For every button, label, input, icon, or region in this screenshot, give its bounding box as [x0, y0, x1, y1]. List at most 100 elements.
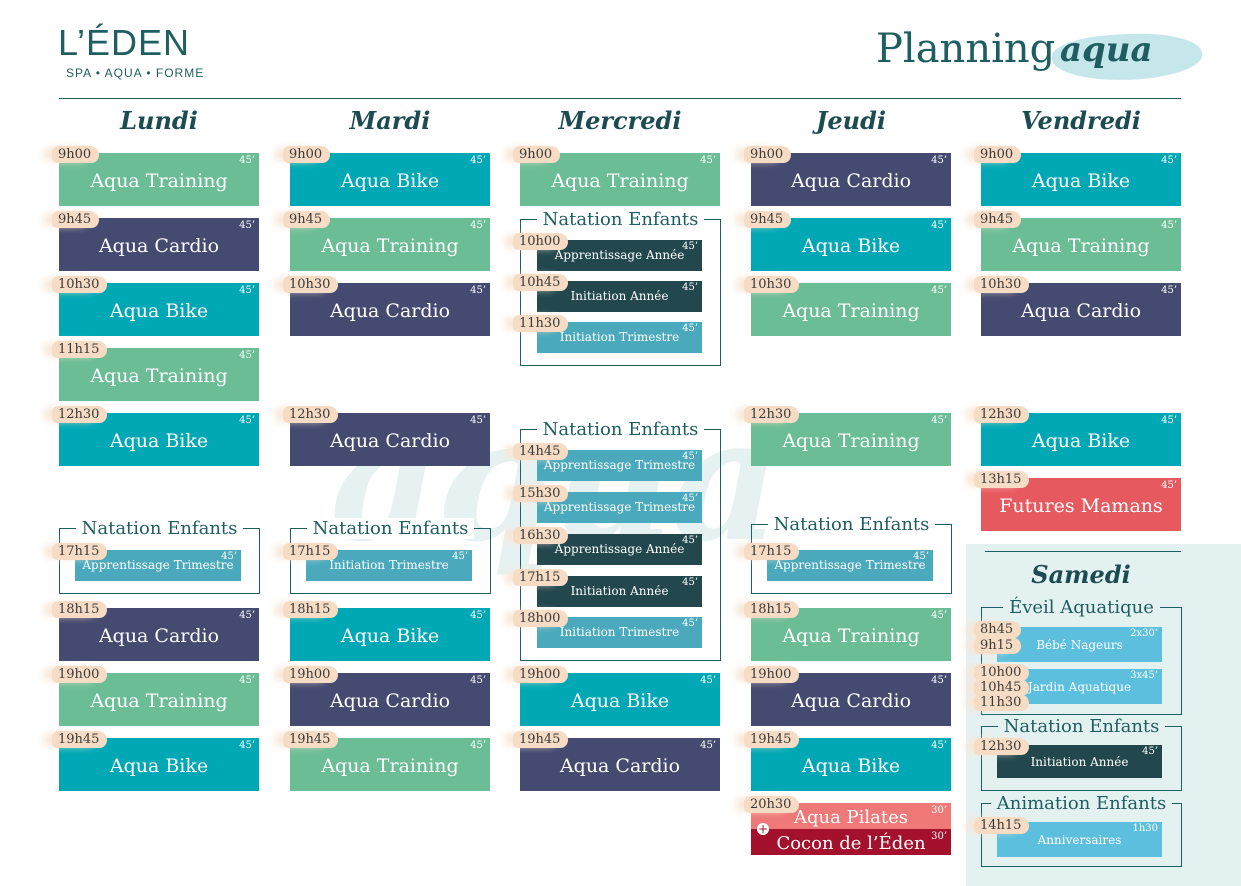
class-card[interactable]: 45’ Aqua Bike — [59, 283, 259, 336]
group-title-text: Natation Enfants — [536, 209, 705, 230]
group-title: Éveil Aquatique — [982, 597, 1181, 618]
class-name: Aqua Bike — [109, 300, 209, 322]
natation-enfants-group: Natation Enfants — [751, 514, 952, 594]
class-duration: 45’ — [931, 415, 947, 426]
time-tag: 18h00 — [513, 610, 569, 627]
class-name: Aqua Training — [321, 755, 459, 777]
class-duration: 45’ — [931, 740, 947, 751]
class-name: Aqua Training — [551, 170, 689, 192]
time-tag: 17h15 — [513, 569, 569, 586]
class-duration: 45’ — [239, 220, 255, 231]
group-title-text: Natation Enfants — [306, 518, 475, 539]
time-tag: 19h00 — [744, 666, 800, 683]
time-tag: 12h30 — [744, 406, 800, 423]
page-title-accent: aqua — [1060, 30, 1153, 70]
group-title: Natation Enfants — [752, 514, 951, 535]
class-duration: 45’ — [913, 551, 929, 562]
day-header-mardi: Mardi — [349, 106, 431, 135]
time-tag: 11h30 — [974, 694, 1030, 711]
class-name: Aqua Pilates — [793, 807, 909, 828]
class-name: Aqua Bike — [340, 170, 440, 192]
group-title-text: Natation Enfants — [536, 419, 705, 440]
time-tag: 19h45 — [744, 731, 800, 748]
class-duration: 30’ — [931, 805, 947, 816]
group-title: Natation Enfants — [291, 518, 490, 539]
day-header-vendredi: Vendredi — [1021, 106, 1141, 135]
class-duration: 45’ — [1161, 285, 1177, 296]
day-header-lundi: Lundi — [120, 106, 198, 135]
class-card[interactable]: 45’Aqua Cardio — [59, 608, 259, 661]
class-duration: 45’ — [239, 155, 255, 166]
class-name: Aqua Cardio — [559, 755, 681, 777]
time-tag: 19h45 — [283, 731, 339, 748]
day-header-jeudi: Jeudi — [816, 106, 886, 135]
time-tag: 19h00 — [283, 666, 339, 683]
class-name: Bébé Nageurs — [1036, 638, 1123, 652]
class-name: Aqua Bike — [1031, 430, 1131, 452]
class-card[interactable]: 45’Initiation Trimestre — [306, 550, 472, 581]
time-tag: 9h45 — [974, 211, 1022, 228]
group-title: Natation Enfants — [60, 518, 259, 539]
class-card[interactable]: 45’Aqua Cardio — [290, 413, 490, 466]
time-tag: 12h30 — [52, 406, 108, 423]
class-name: Initiation Trimestre — [559, 625, 680, 639]
class-name: Initiation Année — [570, 289, 669, 303]
class-name: Initiation Trimestre — [329, 558, 449, 572]
group-title: Natation Enfants — [521, 419, 720, 440]
time-tag: 15h30 — [513, 485, 569, 502]
class-duration: 45’ — [682, 282, 698, 293]
class-name: Apprentissage Année — [554, 248, 685, 262]
time-tag: 17h15 — [744, 543, 800, 560]
class-duration: 45’ — [239, 285, 255, 296]
class-name: Aqua Training — [90, 690, 228, 712]
time-tag: 9h00 — [52, 146, 100, 163]
class-name: Jardin Aquatique — [1027, 680, 1132, 694]
class-card[interactable]: 45’ Futures Mamans — [981, 478, 1181, 531]
class-name: Aqua Training — [782, 625, 920, 647]
class-duration: 45’ — [682, 493, 698, 504]
class-name: Cocon de l’Éden — [776, 833, 926, 854]
eveil-aquatique-group: Éveil Aquatique — [981, 597, 1182, 715]
class-duration: 2x30’ — [1130, 628, 1158, 639]
class-duration: 45’ — [682, 241, 698, 252]
brand-tagline: SPA • AQUA • FORME — [66, 66, 205, 80]
time-tag: 18h15 — [744, 601, 800, 618]
class-duration: 45’ — [931, 155, 947, 166]
class-card[interactable]: 45’Aqua Training — [290, 218, 490, 271]
class-duration: 45’ — [682, 451, 698, 462]
class-name: Aqua Cardio — [790, 690, 912, 712]
class-duration: 45’ — [239, 610, 255, 621]
time-tag: 19h45 — [513, 731, 569, 748]
class-duration: 45’ — [470, 740, 486, 751]
header-divider — [59, 98, 1181, 99]
class-duration: 45’ — [470, 220, 486, 231]
class-card[interactable]: 45’Aqua Training — [751, 283, 951, 336]
class-name: Aqua Cardio — [329, 690, 451, 712]
time-tag: 9h45 — [744, 211, 792, 228]
time-tag: 11h30 — [513, 315, 569, 332]
time-tag: 16h30 — [513, 527, 569, 544]
class-card[interactable]: 45’Aqua Training — [751, 413, 951, 466]
class-duration: 45’ — [470, 415, 486, 426]
time-tag: 10h45 — [974, 679, 1030, 696]
class-duration: 45’ — [239, 350, 255, 361]
time-tag: 10h30 — [283, 276, 339, 293]
class-duration: 45’ — [1161, 480, 1177, 491]
class-card-cocon[interactable]: 30’Cocon de l’Éden — [751, 829, 951, 855]
page-title: Planning — [876, 26, 1056, 72]
time-tag: 20h30 — [744, 796, 800, 813]
class-duration: 45’ — [239, 675, 255, 686]
class-name: Aqua Bike — [801, 235, 901, 257]
class-duration: 45’ — [931, 285, 947, 296]
class-name: Aqua Bike — [109, 430, 209, 452]
group-title: Animation Enfants — [982, 793, 1181, 814]
class-card[interactable]: 45’Aqua Cardio — [290, 283, 490, 336]
time-tag: 17h15 — [283, 543, 339, 560]
class-name: Apprentissage Trimestre — [774, 558, 926, 572]
class-duration: 45’ — [239, 415, 255, 426]
group-title: Natation Enfants — [982, 716, 1181, 737]
class-card[interactable]: 45’Aqua Bike — [751, 218, 951, 271]
class-name: Futures Mamans — [999, 495, 1163, 517]
class-card[interactable]: 2x30’ Bébé Nageurs — [997, 627, 1162, 662]
